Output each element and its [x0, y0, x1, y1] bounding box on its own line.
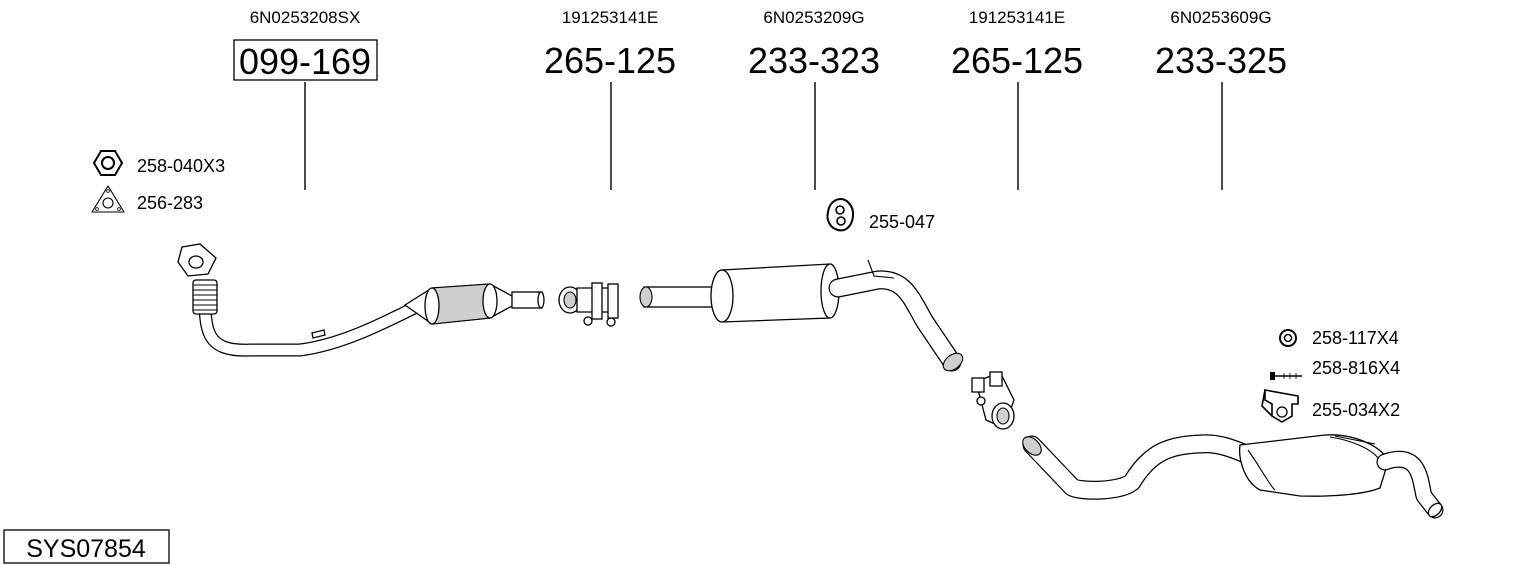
flange-gasket-icon: [91, 185, 125, 213]
mounting-bracket-icon: [1261, 389, 1299, 423]
oem-number-4: 191253141E: [969, 8, 1065, 27]
part-number-1[interactable]: 099-169: [239, 41, 371, 82]
accessory-label-1[interactable]: 258-040X3: [137, 156, 225, 176]
hex-nut-icon: [92, 150, 124, 176]
oem-number-5: 6N0253609G: [1170, 8, 1271, 27]
accessory-label-2[interactable]: 256-283: [137, 193, 203, 213]
bolt-icon: [1270, 372, 1302, 380]
accessory-label-5[interactable]: 258-816X4: [1312, 358, 1400, 378]
pipe-clamp-1: [558, 282, 619, 327]
system-number: SYS07854: [26, 535, 146, 563]
part-number-5[interactable]: 233-325: [1155, 40, 1287, 81]
part-number-3[interactable]: 233-323: [748, 40, 880, 81]
accessory-label-6[interactable]: 255-034X2: [1312, 400, 1400, 420]
oem-number-2: 191253141E: [562, 8, 658, 27]
part-number-2[interactable]: 265-125: [544, 40, 676, 81]
part-number-4[interactable]: 265-125: [951, 40, 1083, 81]
oem-number-3: 6N0253209G: [763, 8, 864, 27]
part-number-box-1: [233, 39, 378, 81]
rubber-hanger-icon: [826, 198, 855, 232]
catalytic-converter-part: [403, 283, 545, 325]
accessory-label-4[interactable]: 258-117X4: [1312, 328, 1399, 348]
accessory-label-3[interactable]: 255-047: [869, 212, 935, 232]
rear-silencer-part: [1022, 434, 1444, 519]
centre-silencer-part: [639, 259, 964, 372]
front-pipe-part: [177, 243, 427, 357]
system-number-box: [3, 529, 170, 564]
oem-number-1: 6N0253208SX: [250, 8, 361, 27]
washer-ring-icon: [1279, 329, 1297, 347]
pipe-clamp-2: [971, 371, 1015, 430]
